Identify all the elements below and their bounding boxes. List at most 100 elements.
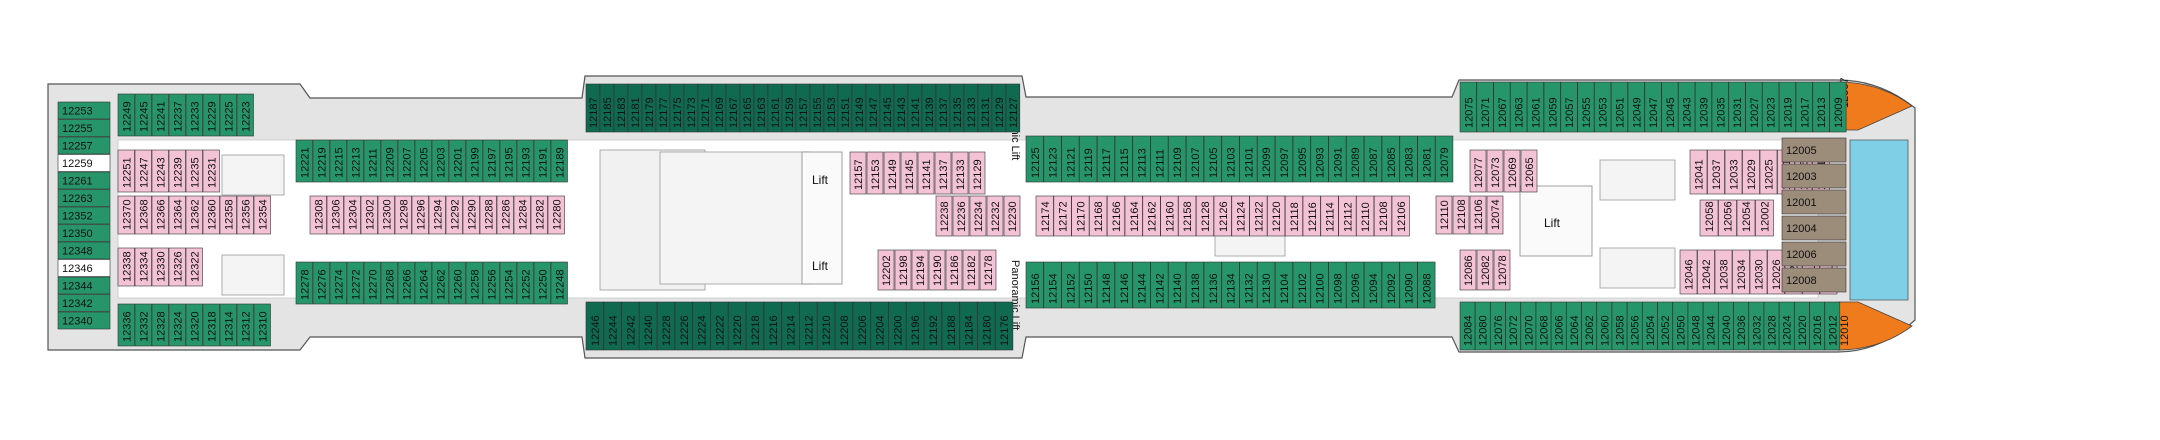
cabin[interactable]: 12106 [1391, 195, 1410, 237]
cabin[interactable]: 12153 [823, 83, 839, 133]
cabin[interactable]: 12096 [1346, 261, 1365, 309]
cabin[interactable]: 12236 [952, 195, 970, 237]
cabin-box[interactable] [414, 261, 432, 305]
cabin[interactable]: 12300 [377, 195, 395, 235]
cabin-box[interactable] [134, 149, 152, 193]
cabin-box[interactable] [499, 139, 517, 183]
cabin[interactable]: 12186 [945, 249, 963, 291]
cabin[interactable]: 12081 [1417, 135, 1436, 183]
cabin-box[interactable] [363, 139, 381, 183]
cabin-box[interactable] [1381, 261, 1400, 309]
cabin[interactable]: 12256 [482, 261, 500, 305]
cabin-box[interactable] [883, 151, 901, 195]
cabin-box[interactable] [151, 247, 169, 287]
cabin[interactable]: 12340 [57, 311, 111, 330]
cabin-box[interactable] [952, 195, 970, 237]
cabin-box[interactable] [57, 119, 111, 137]
cabin[interactable]: 12109 [1168, 135, 1187, 183]
cabin[interactable]: 12017 [1795, 81, 1813, 133]
cabin[interactable]: 12215 [329, 139, 347, 183]
cabin-box[interactable] [1328, 135, 1347, 183]
cabin[interactable]: 12208 [834, 301, 854, 351]
cabin-box[interactable] [363, 261, 381, 305]
cabin-box[interactable] [1203, 135, 1222, 183]
cabin[interactable]: 12320 [185, 303, 203, 347]
cabin-box[interactable] [1469, 195, 1487, 235]
cabin[interactable]: 12172 [1053, 195, 1072, 237]
cabin-box[interactable] [462, 195, 480, 235]
cabin-box[interactable] [168, 149, 186, 193]
cabin[interactable]: 12171 [697, 83, 713, 133]
cabin[interactable]: 12033 [1724, 149, 1743, 195]
cabin-box[interactable] [799, 301, 818, 351]
cabin[interactable]: 12292 [445, 195, 463, 235]
cabin[interactable]: 12064 [1566, 301, 1582, 351]
cabin[interactable]: 12262 [431, 261, 449, 305]
cabin[interactable]: 12068 [1535, 301, 1552, 351]
cabin-box[interactable] [1435, 195, 1453, 235]
cabin-box[interactable] [1363, 135, 1382, 183]
cabin[interactable]: 12358 [219, 195, 237, 235]
cabin-box[interactable] [168, 303, 186, 347]
cabin-box[interactable] [465, 261, 483, 305]
cabin[interactable]: 12125 [1025, 135, 1044, 183]
cabin[interactable]: 12364 [168, 195, 186, 235]
cabin[interactable]: 12193 [516, 139, 534, 183]
cabin[interactable]: 12180 [977, 301, 996, 351]
cabin[interactable]: 12084 [1459, 301, 1476, 351]
cabin[interactable]: 12091 [1328, 135, 1347, 183]
cabin[interactable]: 12228 [656, 301, 676, 351]
cabin[interactable]: 12100 [1310, 261, 1329, 309]
cabin[interactable]: 12065 [1520, 149, 1538, 193]
cabin[interactable]: 12143 [893, 83, 909, 133]
cabin-box[interactable] [1486, 195, 1504, 235]
cabin[interactable]: 12058 [1699, 199, 1719, 237]
cabin-box[interactable] [57, 311, 111, 330]
cabin-box[interactable] [445, 195, 463, 235]
cabin-box[interactable] [550, 261, 568, 305]
cabin-box[interactable] [995, 301, 1014, 351]
cabin[interactable]: 12163 [753, 83, 769, 133]
cabin-box[interactable] [1338, 195, 1357, 237]
cabin[interactable]: 12025 [1759, 149, 1778, 195]
cabin[interactable]: 12370 [117, 195, 135, 235]
cabin-box[interactable] [117, 247, 135, 287]
cabin-box[interactable] [397, 261, 415, 305]
cabin-box[interactable] [428, 195, 446, 235]
cabin-box[interactable] [516, 139, 534, 183]
cabin-box[interactable] [1417, 261, 1436, 309]
cabin-box[interactable] [1284, 195, 1303, 237]
cabin-box[interactable] [312, 261, 330, 305]
cabin-box[interactable] [219, 195, 237, 235]
cabin[interactable]: 12251 [117, 149, 135, 193]
cabin[interactable]: 12114 [1320, 195, 1339, 237]
cabin-box[interactable] [1699, 199, 1719, 237]
cabin[interactable]: 12030 [1749, 249, 1768, 295]
cabin[interactable]: 12134 [1221, 261, 1240, 309]
cabin[interactable]: 12158 [1178, 195, 1197, 237]
cabin[interactable]: 12195 [499, 139, 517, 183]
cabin-box[interactable] [1520, 149, 1538, 193]
cabin-box[interactable] [117, 195, 135, 235]
cabin[interactable]: 12324 [168, 303, 186, 347]
cabin[interactable]: 12118 [1284, 195, 1303, 237]
cabin[interactable]: 12245 [134, 93, 152, 137]
cabin-box[interactable] [295, 261, 313, 305]
cabin-box[interactable] [1274, 261, 1293, 309]
cabin[interactable]: 12054 [1642, 301, 1658, 351]
cabin[interactable]: 12153 [866, 151, 884, 195]
cabin[interactable]: 12150 [1079, 261, 1098, 309]
cabin[interactable]: 12252 [516, 261, 534, 305]
cabin[interactable]: 12051 [1610, 81, 1628, 133]
cabin[interactable]: 12082 [1476, 249, 1494, 291]
cabin[interactable]: 12231 [202, 149, 220, 193]
cabin-box[interactable] [1781, 163, 1847, 189]
cabin[interactable]: 12121 [1061, 135, 1080, 183]
cabin[interactable]: 12332 [134, 303, 152, 347]
cabin[interactable]: 12145 [900, 151, 918, 195]
cabin[interactable]: 12248 [550, 261, 568, 305]
cabin-box[interactable] [1239, 135, 1258, 183]
cabin[interactable]: 12290 [462, 195, 480, 235]
cabin[interactable]: 12127 [1005, 83, 1021, 133]
cabin-box[interactable] [1694, 81, 1712, 133]
